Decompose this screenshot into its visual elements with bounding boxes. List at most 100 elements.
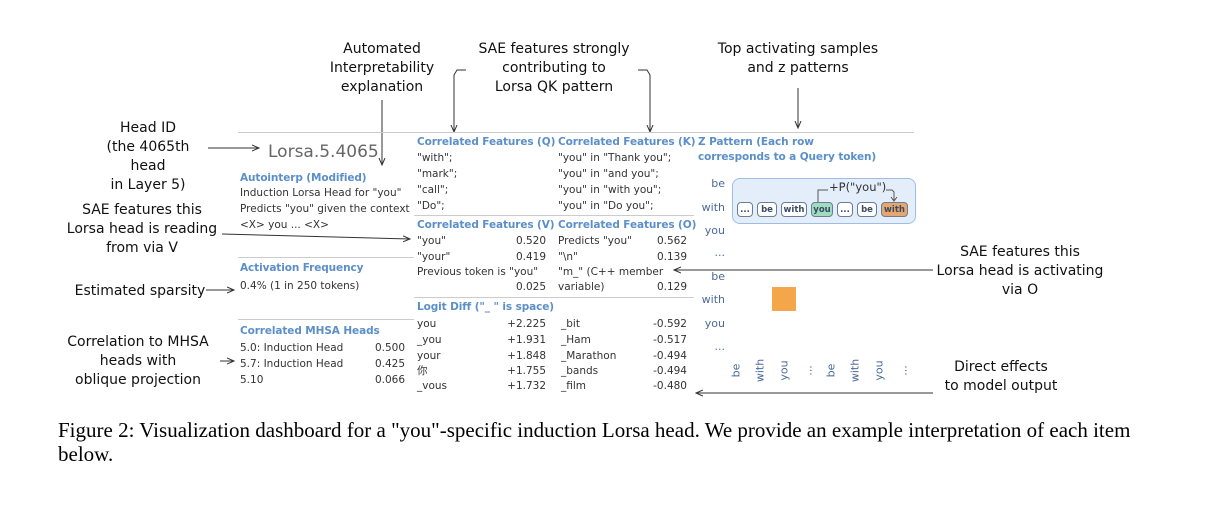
z-key-token: ...	[896, 365, 910, 376]
logit-token: 你	[417, 365, 428, 377]
corr-v-extra-row: 0.025	[417, 279, 546, 295]
annotation-sae-o: SAE features this Lorsa head is activati…	[936, 244, 1104, 298]
logit-value: -0.480	[653, 380, 687, 392]
logit-pos-row: _vous +1.732	[417, 378, 546, 394]
mhsa-header: Correlated MHSA Heads	[240, 325, 380, 337]
z-key-token: you	[872, 360, 886, 381]
corr-q-header: Correlated Features (Q)	[417, 136, 556, 148]
corr-v-row: "your"0.419	[417, 249, 546, 265]
logit-value: -0.494	[653, 350, 687, 362]
logit-value: -0.494	[653, 365, 687, 377]
logit-header: Logit Diff ("_ " is space)	[417, 301, 555, 313]
z-chip-token: ...	[737, 202, 753, 217]
logit-token: _bands	[561, 365, 599, 377]
divider-frequency	[238, 257, 414, 258]
corr-k-line: "you" in "Do you";	[558, 200, 654, 212]
logit-value: +1.755	[507, 365, 546, 377]
corr-o-extra-name2: variable)	[558, 281, 605, 293]
divider-z	[694, 132, 914, 133]
logit-pos-row: 你 +1.755	[417, 363, 546, 379]
z-query-token: ...	[714, 340, 726, 353]
autointerp-header: Autointerp (Modified)	[240, 172, 367, 184]
z-chip-token: be	[857, 202, 877, 217]
logit-token: _Ham	[561, 334, 591, 346]
annotation-head-id: Head ID (the 4065th head in Layer 5)	[106, 120, 190, 193]
corr-k-line: "you" in "and you";	[558, 168, 659, 180]
divider-logit	[414, 297, 694, 298]
z-query-token: be	[711, 177, 725, 190]
divider-mhsa	[238, 319, 414, 320]
corr-o-row: Predicts "you"0.562	[558, 233, 687, 249]
z-query-token: ...	[714, 246, 726, 259]
corr-v-extra-value: 0.025	[515, 281, 546, 293]
annotation-sparsity: Estimated sparsity	[74, 283, 206, 299]
z-key-token: with	[848, 358, 862, 383]
z-header-line2: corresponds to a Query token)	[698, 151, 877, 163]
z-key-token: ...	[801, 365, 815, 376]
corr-q-line: "mark";	[417, 168, 458, 180]
frequency-value: 0.4% (1 in 250 tokens)	[240, 280, 360, 292]
corr-k-line: "you" in "Thank you";	[558, 152, 672, 164]
mhsa-name: 5.10	[240, 374, 264, 386]
z-header-line1: Z Pattern (Each row	[698, 136, 814, 148]
corr-q-line: "Do";	[417, 200, 445, 212]
z-prob-label: +P("you")	[829, 180, 887, 194]
logit-neg-row: _Ham-0.517	[561, 332, 687, 348]
corr-q-line: "with";	[417, 152, 453, 164]
autointerp-line: <X> you ... <X>	[240, 219, 329, 231]
logit-neg-row: _Marathon -0.494	[561, 348, 687, 364]
z-prob-bracket	[817, 189, 898, 202]
corr-o-header: Correlated Features (O)	[558, 219, 697, 231]
z-query-token: be	[711, 270, 725, 283]
logit-token: _bit	[561, 318, 580, 330]
mhsa-name: 5.0: Induction Head	[240, 342, 344, 354]
z-chip-token: ...	[837, 202, 853, 217]
divider-vo	[414, 215, 694, 216]
corr-o-extra-value: 0.129	[656, 281, 687, 293]
corr-v-name: "you"	[417, 235, 446, 247]
corr-v-row: "you" 0.520	[417, 233, 546, 249]
corr-v-header: Correlated Features (V)	[417, 219, 555, 231]
corr-o-value: 0.139	[656, 251, 687, 263]
corr-k-line: "you" in "with you";	[558, 184, 662, 196]
mhsa-name: 5.7: Induction Head	[240, 358, 344, 370]
corr-o-value: 0.562	[656, 235, 687, 247]
corr-o-row: "\n" 0.139	[558, 249, 687, 265]
logit-value: +2.225	[507, 318, 546, 330]
head-title: Lorsa.5.4065	[268, 142, 379, 162]
autointerp-line: Predicts "you" given the context	[240, 203, 410, 215]
logit-token: _vous	[417, 380, 448, 392]
annotation-mhsa: Correlation to MHSA heads with oblique p…	[67, 334, 209, 388]
z-query-token: with	[701, 293, 725, 306]
logit-pos-row: your +1.848	[417, 348, 546, 364]
autointerp-line: Induction Lorsa Head for "you"	[240, 187, 402, 199]
logit-token: _Marathon	[561, 350, 617, 362]
logit-value: +1.732	[507, 380, 546, 392]
z-chip-token: be	[757, 202, 777, 217]
logit-value: +1.848	[507, 350, 546, 362]
annotation-top-samples: Top activating samples and z patterns	[717, 41, 879, 76]
logit-pos-row: you+2.225	[417, 316, 546, 332]
corr-v-extra-name: Previous token is "you"	[417, 266, 539, 278]
logit-token: your	[417, 350, 441, 362]
mhsa-value: 0.500	[374, 342, 405, 354]
mhsa-value: 0.066	[374, 374, 405, 386]
corr-v-value: 0.520	[515, 235, 546, 247]
z-query-token: with	[701, 201, 725, 214]
logit-neg-row: _bit-0.592	[561, 316, 687, 332]
z-query-token: you	[704, 317, 725, 330]
z-key-token: be	[824, 363, 838, 378]
corr-o-extra-name: "m_" (C++ member	[558, 266, 664, 278]
corr-o-extra-row: variable) 0.129	[558, 279, 687, 295]
mhsa-row: 5.10 0.066	[240, 372, 405, 388]
logit-token: _film	[561, 380, 587, 392]
z-chip-token-current: with	[881, 202, 908, 217]
corr-o-name: "\n"	[558, 251, 578, 263]
logit-pos-row: _you+1.931	[417, 332, 546, 348]
divider-title	[238, 132, 414, 133]
annotation-direct: Direct effects to model output	[944, 359, 1058, 394]
corr-q-line: "call";	[417, 184, 449, 196]
z-chip-token: with	[781, 202, 807, 217]
